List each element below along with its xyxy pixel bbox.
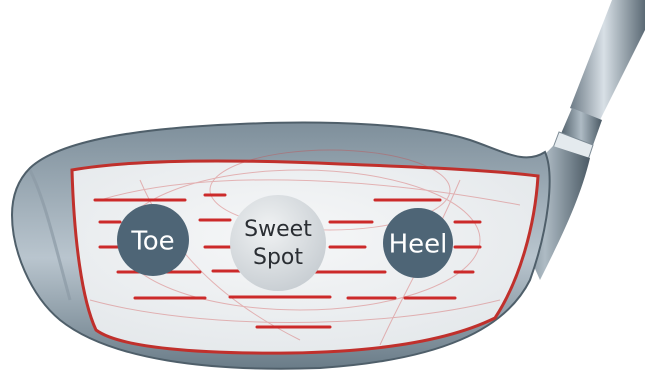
sweet-spot-label-line1: Sweet [244, 217, 312, 242]
sweet-spot-circle [230, 195, 326, 291]
toe-label: Toe [130, 227, 174, 257]
toe-spot: Toe [117, 204, 189, 276]
heel-label: Heel [389, 230, 448, 260]
heel-spot: Heel [383, 208, 453, 278]
sweet-spot: Sweet Spot [230, 195, 326, 291]
shaft [553, 0, 645, 160]
sweet-spot-label-line2: Spot [253, 245, 303, 270]
